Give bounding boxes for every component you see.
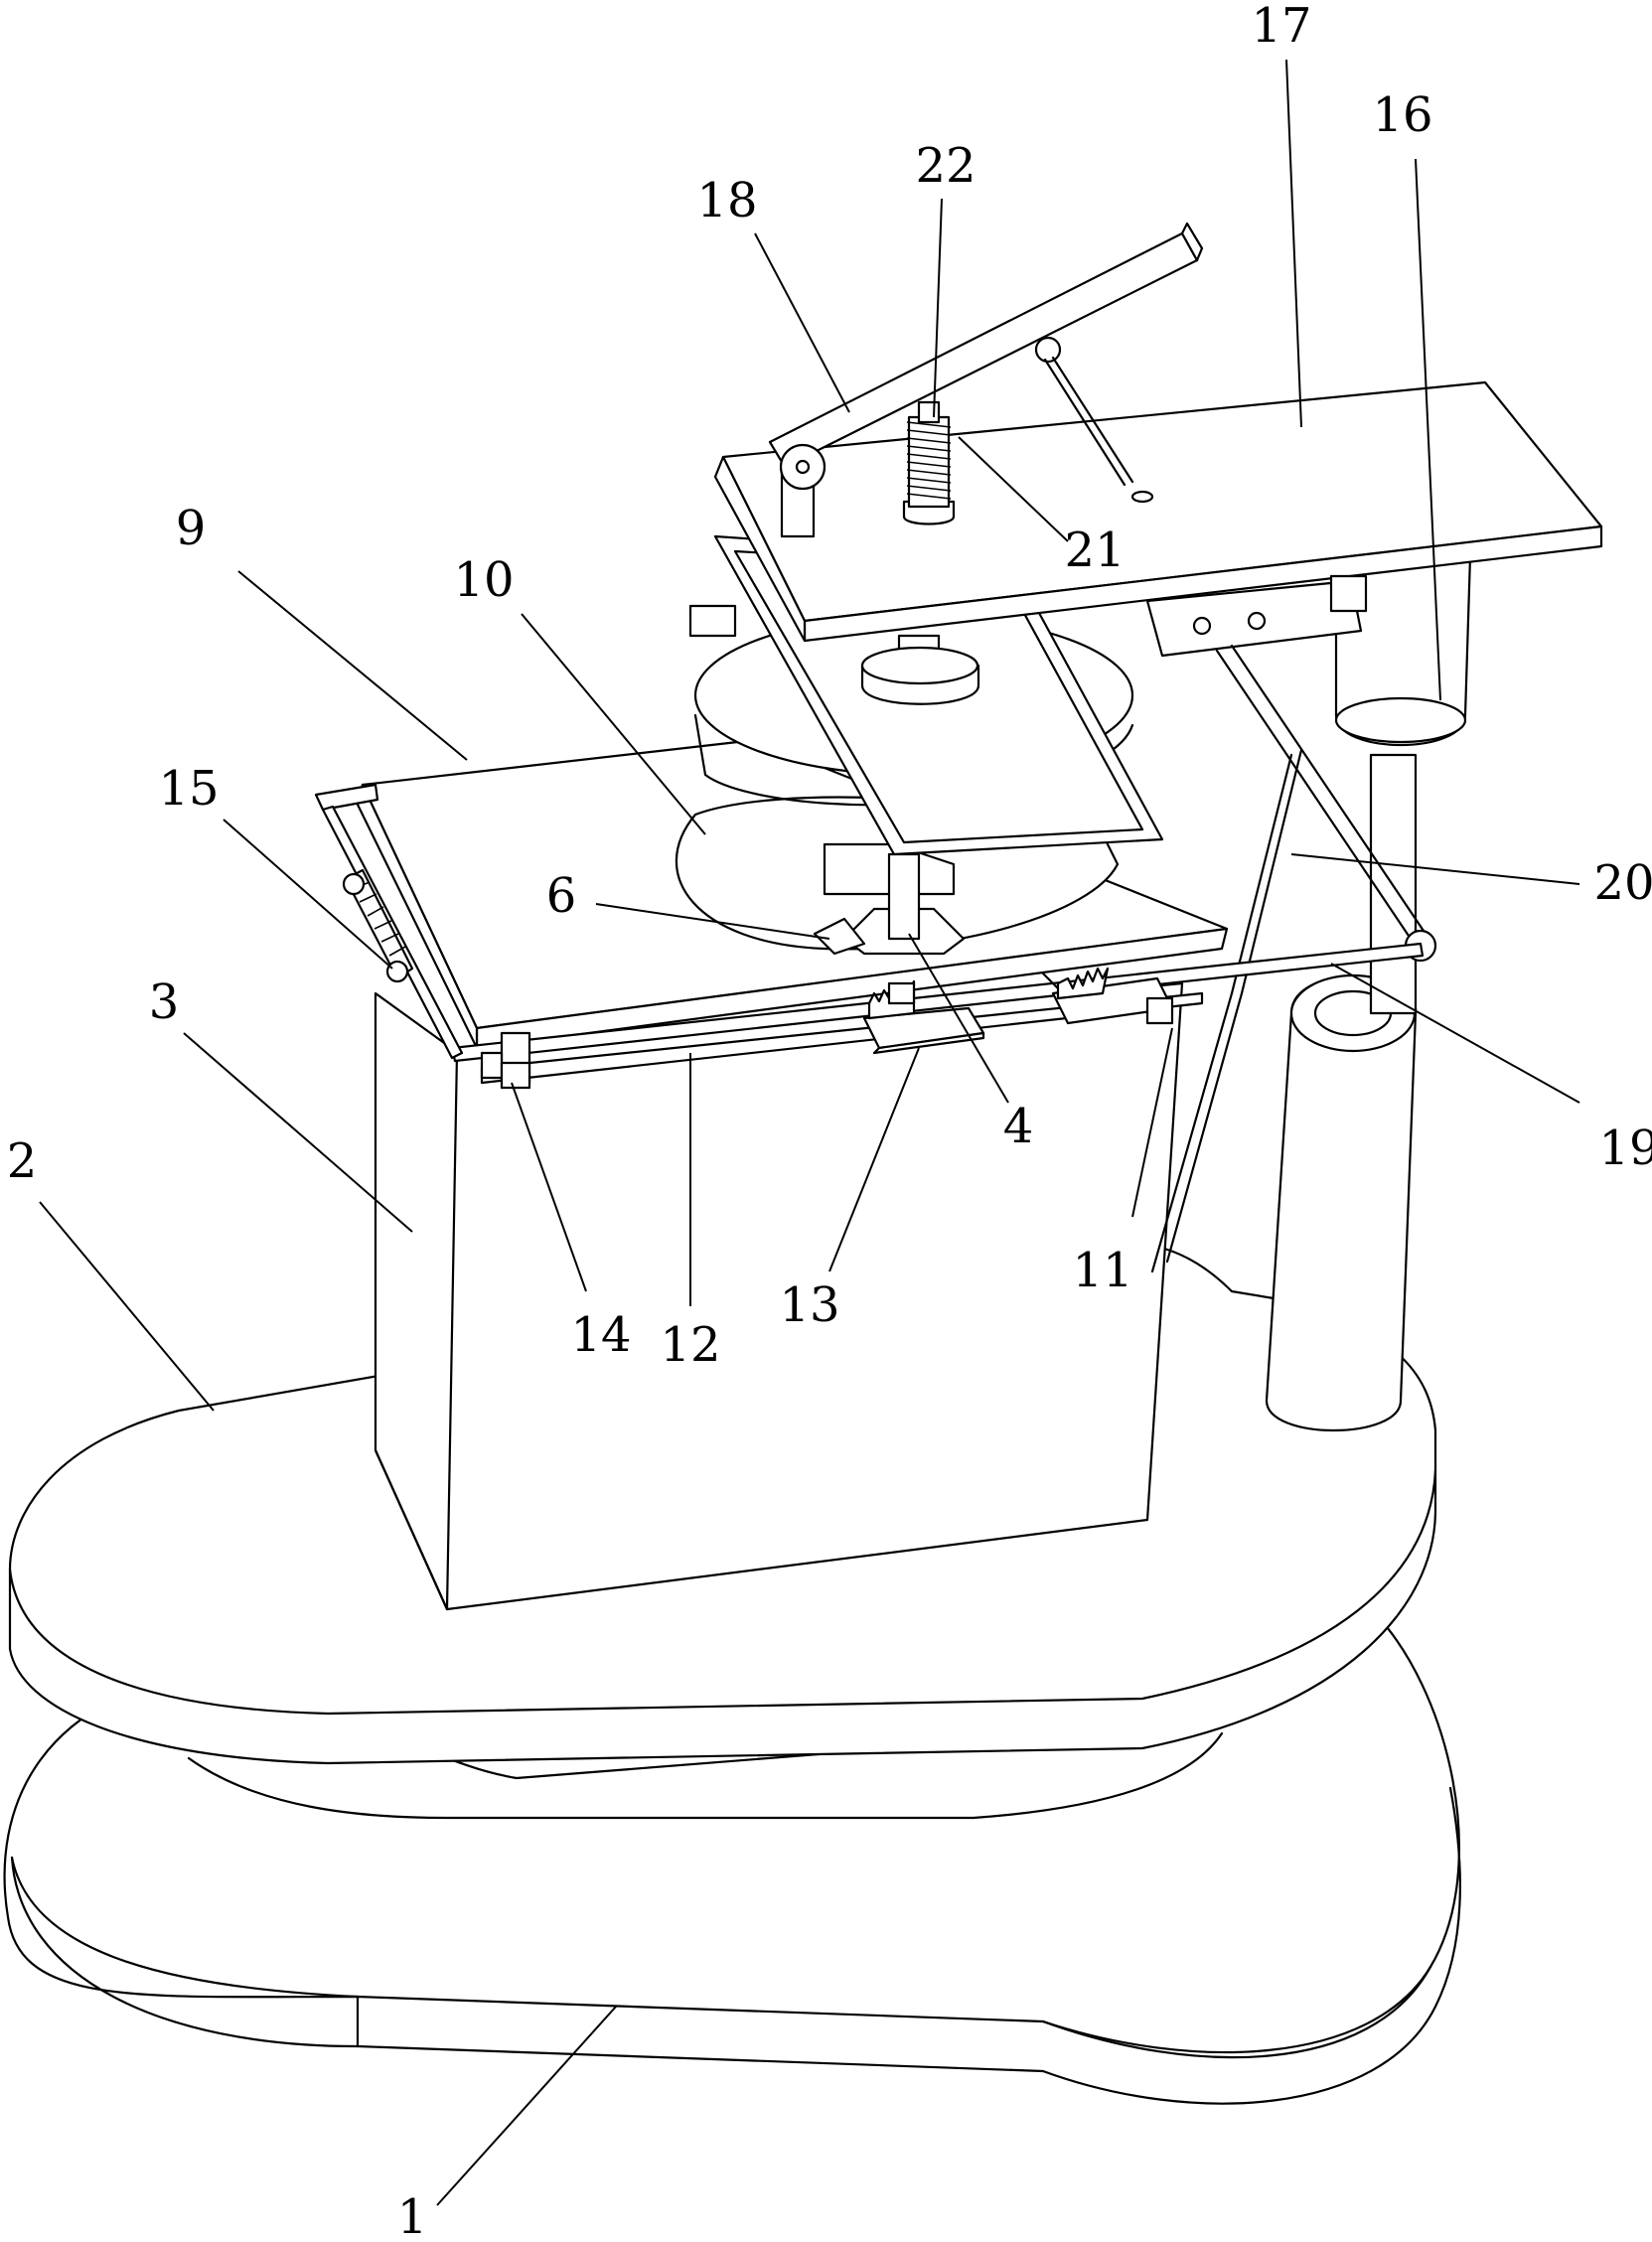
stop-block [480, 1031, 531, 1090]
label-2: 2 [7, 1133, 38, 1189]
label-4: 4 [1003, 1099, 1034, 1154]
central-shaft [813, 842, 966, 956]
housing-box [374, 981, 1184, 1611]
label-14: 14 [570, 1307, 631, 1363]
slide-bracket [1145, 574, 1368, 658]
label-1: 1 [397, 2189, 428, 2242]
label-18: 18 [696, 173, 757, 228]
label-6: 6 [546, 868, 577, 924]
label-3: 3 [149, 974, 180, 1030]
reference-labels: 1 2 3 4 6 9 10 11 12 13 14 15 16 17 18 1… [7, 0, 1652, 2242]
handle [314, 783, 464, 1060]
spring [902, 400, 956, 525]
rack-block-left [862, 979, 985, 1055]
label-20: 20 [1593, 855, 1652, 911]
rack-block-right [1041, 967, 1174, 1025]
label-21: 21 [1064, 523, 1125, 578]
column-cylinder [1265, 554, 1472, 1431]
label-15: 15 [158, 761, 219, 817]
pulley-wheel [860, 634, 980, 705]
label-19: 19 [1598, 1121, 1652, 1176]
lever-assembly [768, 222, 1204, 538]
label-16: 16 [1372, 87, 1432, 143]
label-11: 11 [1072, 1243, 1132, 1298]
label-13: 13 [779, 1277, 839, 1333]
label-9: 9 [176, 501, 207, 556]
label-12: 12 [660, 1317, 720, 1373]
label-22: 22 [915, 138, 976, 194]
label-10: 10 [453, 552, 514, 608]
label-17: 17 [1251, 0, 1311, 54]
